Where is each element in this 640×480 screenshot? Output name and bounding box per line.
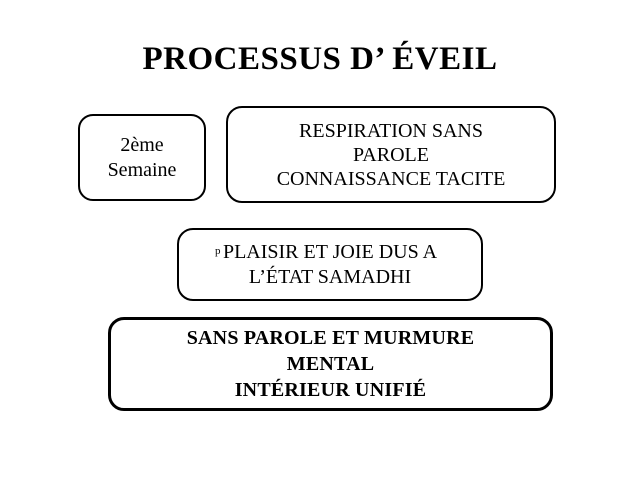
box-sans-parole-label: SANS PAROLE ET MURMURE MENTAL INTÉRIEUR …	[186, 327, 475, 401]
box-plaisir-label: PLAISIR ET JOIE DUS A L’ÉTAT SAMADHI	[222, 240, 438, 288]
stray-glyph-artifact: p	[215, 245, 221, 257]
box-sans-parole[interactable]: SANS PAROLE ET MURMURE MENTAL INTÉRIEUR …	[108, 317, 553, 411]
box-respiration[interactable]: RESPIRATION SANS PAROLE CONNAISSANCE TAC…	[226, 106, 556, 203]
page-title: PROCESSUS D’ ÉVEIL	[142, 41, 498, 77]
box-semaine-label: 2ème Semaine	[107, 133, 177, 181]
box-respiration-label: RESPIRATION SANS PAROLE CONNAISSANCE TAC…	[276, 119, 506, 190]
box-semaine[interactable]: 2ème Semaine	[78, 114, 206, 201]
box-plaisir[interactable]: PLAISIR ET JOIE DUS A L’ÉTAT SAMADHI p	[177, 228, 483, 301]
